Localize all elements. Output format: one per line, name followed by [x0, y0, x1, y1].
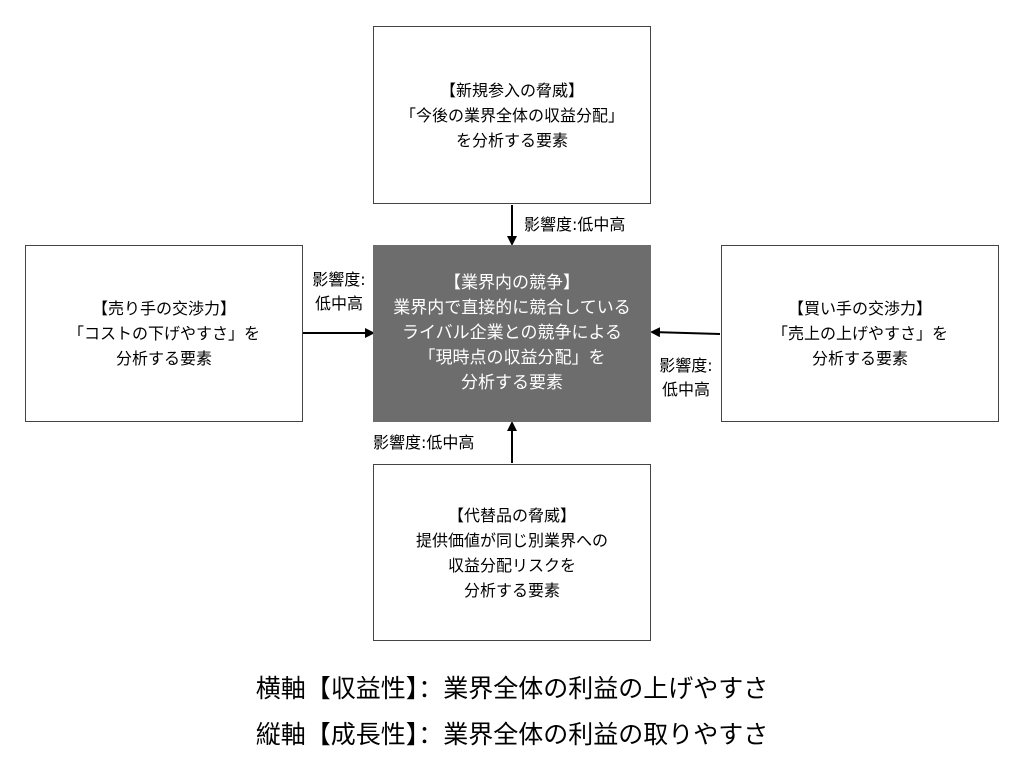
arrow-right-to-center	[650, 327, 721, 338]
box-substitutes: 【代替品の脅威】 提供価値が同じ別業界への 収益分配リスクを 分析する要素	[373, 464, 651, 641]
edge-label-right-line-2: 低中高	[661, 380, 710, 399]
box-supplier-power-text-2: 分析する要素	[115, 349, 212, 368]
box-substitutes-text-1: 提供価値が同じ別業界への	[415, 530, 608, 550]
box-industry-rivalry-text-2: ライバル企業との競争による	[402, 323, 622, 343]
box-supplier-power-title: 【売り手の交渉力】	[91, 299, 236, 318]
box-new-entrants-text-2: を分析する要素	[455, 130, 568, 150]
box-buyer-power-text-1: 「売上の上げやすさ」を	[771, 324, 948, 343]
box-industry-rivalry-title: 【業界内の競争】	[444, 273, 580, 293]
box-industry-rivalry: 【業界内の競争】 業界内で直接的に競合している ライバル企業との競争による 「現…	[373, 245, 651, 422]
box-substitutes-text-3: 分析する要素	[463, 580, 560, 600]
edge-label-right-line-1: 影響度:	[659, 356, 713, 375]
edge-label-right: 影響度: 低中高	[652, 354, 720, 402]
box-buyer-power-text-2: 分析する要素	[811, 349, 908, 368]
box-industry-rivalry-text-3: 「現時点の収益分配」を	[418, 348, 606, 368]
edge-label-bottom: 影響度:低中高	[373, 433, 475, 452]
box-industry-rivalry-text-1: 業界内で直接的に競合している	[393, 298, 631, 318]
box-new-entrants-title: 【新規参入の脅威】	[439, 80, 584, 100]
edge-label-left-line-1: 影響度:	[312, 270, 366, 289]
box-new-entrants: 【新規参入の脅威】 「今後の業界全体の収益分配」 を分析する要素	[373, 26, 651, 204]
box-industry-rivalry-text-4: 分析する要素	[461, 373, 563, 393]
box-supplier-power: 【売り手の交渉力】 「コストの下げやすさ」を 分析する要素	[25, 245, 303, 422]
box-supplier-power-text-1: 「コストの下げやすさ」を	[67, 324, 260, 343]
edge-label-top: 影響度:低中高	[524, 215, 626, 234]
footer-vertical-axis: 縦軸【成長性】：業界全体の利益の取りやすさ	[255, 720, 769, 749]
edge-label-left: 影響度: 低中高	[306, 268, 372, 316]
box-substitutes-title: 【代替品の脅威】	[447, 505, 576, 525]
box-buyer-power-title: 【買い手の交渉力】	[787, 299, 932, 318]
box-new-entrants-text-1: 「今後の業界全体の収益分配」	[399, 105, 624, 125]
edge-label-left-line-2: 低中高	[314, 294, 363, 313]
box-substitutes-text-2: 収益分配リスクを	[447, 555, 576, 575]
footer-horizontal-axis: 横軸【収益性】：業界全体の利益の上げやすさ	[255, 674, 769, 703]
box-buyer-power: 【買い手の交渉力】 「売上の上げやすさ」を 分析する要素	[721, 245, 999, 422]
